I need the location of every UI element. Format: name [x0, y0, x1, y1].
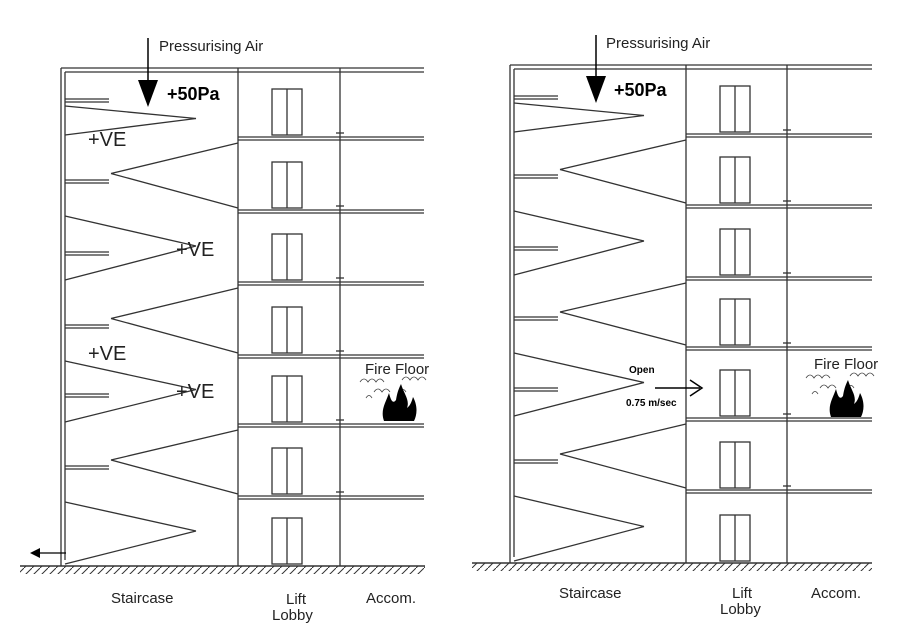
right-pressurising-air-label: Pressurising Air — [606, 35, 710, 52]
stair-flight — [513, 352, 645, 384]
right-building-structure — [509, 64, 872, 563]
stair-flight — [513, 525, 645, 562]
stair-flight — [64, 117, 197, 136]
stair-flight — [513, 210, 645, 242]
left-ground-hatch — [20, 566, 425, 574]
left-staircase-label: Staircase — [111, 590, 174, 607]
left-pressure-label: +50Pa — [167, 84, 221, 104]
stair-flight — [64, 501, 197, 532]
right-building: Pressurising Air +50Pa Open 0.75 m/sec F… — [472, 35, 878, 618]
left-ve-label-2: +VE — [176, 239, 214, 261]
stair-flight — [559, 453, 687, 489]
left-building: Pressurising Air +50Pa +VE +VE +VE +VE F… — [20, 38, 429, 624]
stair-flight — [559, 139, 687, 171]
stair-flight — [559, 168, 687, 204]
right-lift-label: Lift — [732, 585, 753, 602]
stair-flight — [110, 429, 239, 461]
right-ground-hatch — [472, 563, 872, 571]
stair-flight — [64, 105, 197, 120]
left-smoke-icon — [359, 376, 427, 399]
right-pressure-label: +50Pa — [614, 80, 668, 100]
left-building-structure — [60, 67, 424, 566]
left-ve-label-3: +VE — [88, 343, 126, 365]
stair-flight — [110, 172, 239, 209]
stair-flight — [559, 282, 687, 313]
left-ve-label-1: +VE — [88, 129, 126, 151]
left-accom-label: Accom. — [366, 590, 416, 607]
left-fire-icon — [382, 384, 417, 421]
right-open-label: Open — [629, 365, 655, 376]
stair-flight — [513, 114, 645, 133]
stair-flight — [110, 317, 239, 354]
stair-flight — [64, 388, 197, 423]
stair-flight — [64, 245, 197, 281]
stair-flight — [110, 287, 239, 320]
left-exit-arrow-icon — [30, 548, 66, 558]
right-staircase-label: Staircase — [559, 585, 622, 602]
left-lobby-label: Lobby — [272, 607, 313, 624]
stair-flight — [513, 240, 645, 276]
right-fire-icon — [829, 380, 864, 417]
stair-flight — [559, 423, 687, 455]
stair-flight — [110, 459, 239, 495]
stair-flight — [513, 102, 645, 117]
right-airflow-arrow-icon — [655, 379, 704, 397]
stair-flight — [559, 311, 687, 346]
stair-flight — [513, 495, 645, 528]
right-velocity-label: 0.75 m/sec — [626, 398, 677, 409]
left-ve-label-4: +VE — [176, 381, 214, 403]
left-pressurising-air-label: Pressurising Air — [159, 38, 263, 55]
left-fire-floor-label: Fire Floor — [365, 361, 429, 378]
stair-flight — [64, 215, 197, 247]
stair-flight — [110, 142, 239, 175]
left-lift-label: Lift — [286, 591, 307, 608]
right-fire-floor-label: Fire Floor — [814, 356, 878, 373]
stair-flight — [64, 360, 197, 391]
stair-flight — [64, 530, 197, 565]
right-smoke-icon — [805, 372, 875, 395]
right-pressurising-arrow-icon — [586, 35, 606, 103]
stair-flight — [513, 381, 645, 417]
right-accom-label: Accom. — [811, 585, 861, 602]
left-pressurising-arrow-icon — [138, 38, 158, 107]
right-lobby-label: Lobby — [720, 601, 761, 618]
